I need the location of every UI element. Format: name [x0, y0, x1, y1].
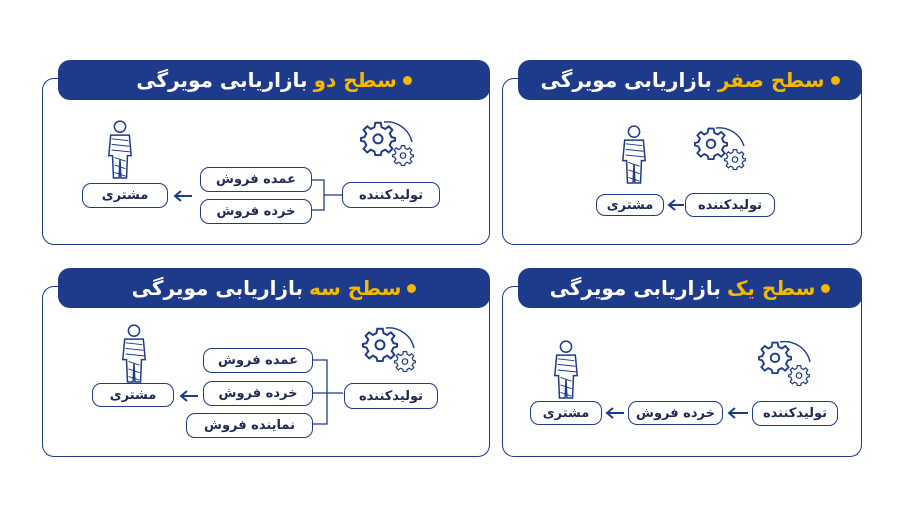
level-two-title-rest: بازاریابی مویرگی	[136, 68, 308, 92]
level-three-customer: مشتری	[92, 383, 174, 407]
level-one-producer: تولیدکننده	[752, 401, 838, 426]
level-two-customer: مشتری	[82, 183, 168, 208]
level-one-retail: خرده فروش	[628, 401, 723, 425]
panel-level-zero	[502, 78, 862, 245]
bullet-dot	[402, 75, 412, 85]
level-two-wholesale: عمده فروش	[200, 167, 312, 192]
level-one-title-accent: سطح یک	[726, 276, 816, 300]
level-zero-title-accent: سطح صفر	[717, 68, 825, 92]
person-icon	[622, 125, 646, 184]
person-icon	[108, 120, 132, 179]
panel-level-three-header: سطح سه بازاریابی مویرگی	[58, 268, 490, 308]
level-two-producer: تولیدکننده	[342, 182, 440, 208]
arrow-icon	[173, 190, 192, 202]
gears-icon	[694, 127, 746, 170]
level-two-title-accent: سطح دو	[313, 68, 397, 92]
level-zero-title-rest: بازاریابی مویرگی	[540, 68, 712, 92]
level-three-producer: تولیدکننده	[344, 383, 438, 409]
level-three-agent: نماینده فروش	[186, 413, 313, 438]
panel-level-one-header: سطح یک بازاریابی مویرگی	[518, 268, 862, 308]
bracket-connector	[313, 359, 343, 425]
gears-icon	[360, 121, 414, 166]
level-three-title-rest: بازاریابی مویرگی	[131, 276, 304, 300]
arrow-icon	[179, 390, 198, 402]
level-three-title-accent: سطح سه	[309, 276, 402, 300]
level-zero-customer: مشتری	[596, 194, 664, 216]
bullet-dot	[407, 283, 417, 293]
person-icon	[122, 324, 146, 383]
level-one-title-rest: بازاریابی مویرگی	[549, 276, 721, 300]
panel-level-one	[502, 286, 862, 457]
arrow-icon	[727, 407, 748, 419]
bracket-connector	[312, 179, 342, 211]
panel-level-two-header: سطح دو بازاریابی مویرگی	[58, 60, 490, 100]
gears-icon	[758, 340, 811, 386]
panel-level-zero-header: سطح صفر بازاریابی مویرگی	[518, 60, 862, 100]
bullet-dot	[830, 75, 840, 85]
level-one-customer: مشتری	[530, 401, 602, 425]
gears-icon	[362, 327, 416, 372]
level-three-retail: خرده فروش	[203, 381, 313, 406]
level-zero-producer: تولیدکننده	[685, 193, 775, 217]
bullet-dot	[821, 283, 831, 293]
arrow-icon	[667, 199, 684, 211]
level-three-wholesale: عمده فروش	[203, 348, 313, 373]
arrow-icon	[605, 407, 624, 419]
person-icon	[554, 340, 578, 399]
level-two-retail: خرده فروش	[200, 199, 312, 224]
